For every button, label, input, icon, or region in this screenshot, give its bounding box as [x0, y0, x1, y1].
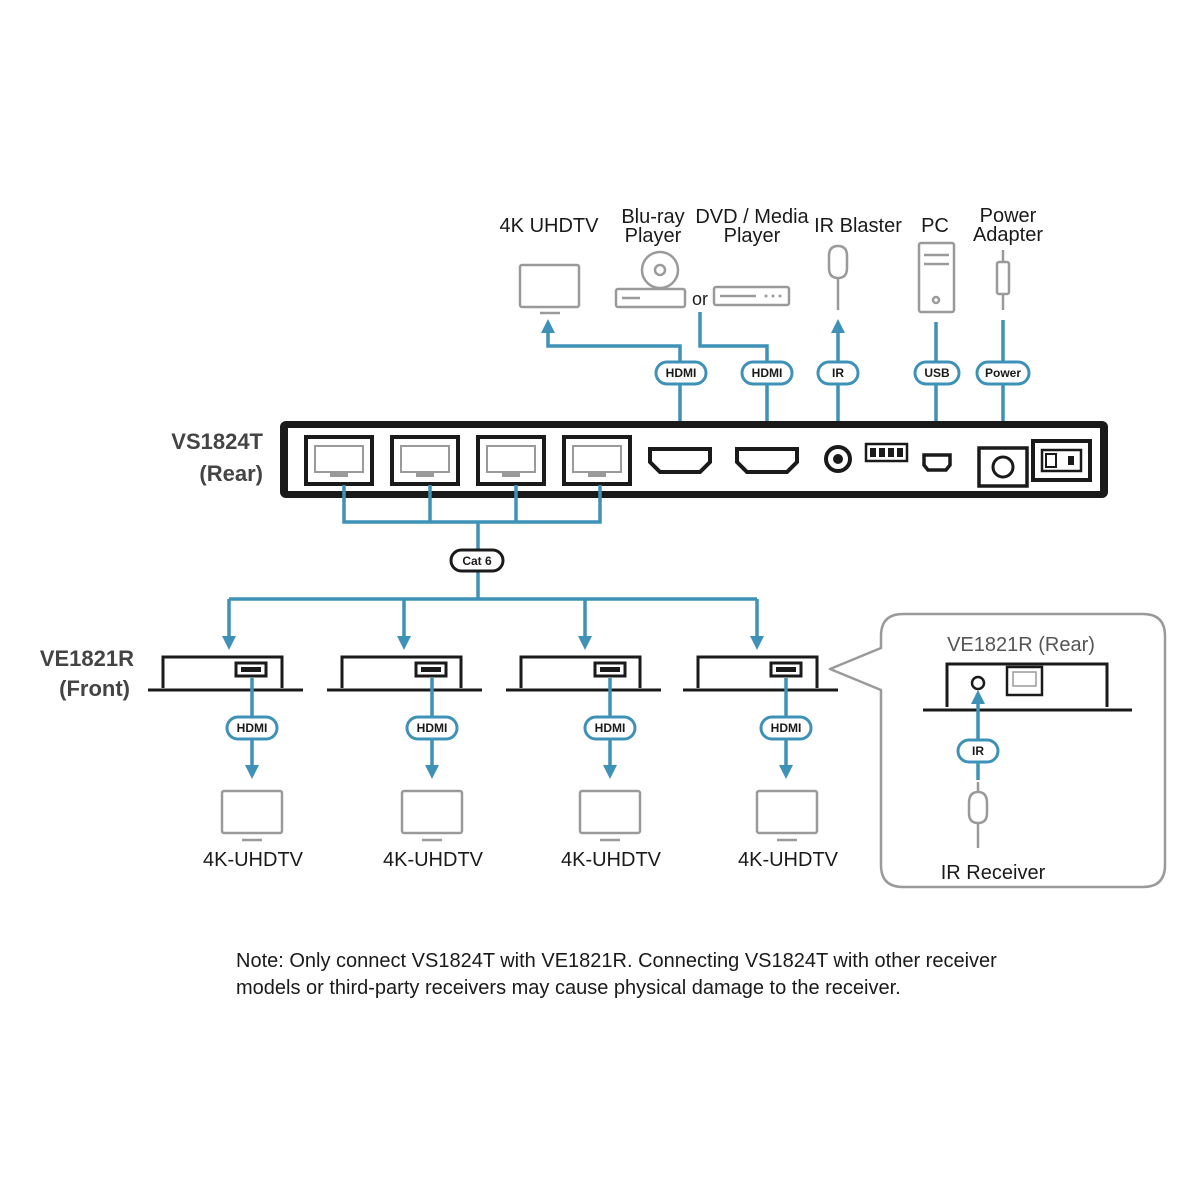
vs1824t-rear-panel — [280, 421, 1108, 498]
label-pc: PC — [921, 215, 949, 237]
note-line-2: models or third-party receivers may caus… — [236, 977, 901, 999]
dip-switch — [864, 442, 909, 463]
svg-text:IR: IR — [972, 744, 984, 758]
hdmi-out-port — [648, 447, 712, 474]
receiver-front-4 — [683, 655, 838, 692]
pill-hdmi-out-4: HDMI — [759, 715, 813, 741]
rj45-port-3 — [476, 435, 546, 486]
dvd-player-icon — [712, 285, 791, 307]
pill-hdmi-out-3: HDMI — [583, 715, 637, 741]
rear-rj45-port — [1005, 665, 1044, 697]
pc-tower-icon — [917, 241, 956, 314]
svg-text:Power: Power — [985, 366, 1021, 380]
receiver-front-3 — [506, 655, 661, 692]
receiver-front-1 — [148, 655, 303, 692]
usb-port — [922, 453, 952, 472]
pill-cat6: Cat 6 — [449, 548, 505, 573]
pill-hdmi-1: HDMI — [654, 360, 708, 386]
pill-usb: USB — [913, 360, 961, 386]
cable-hdmi-in-media — [698, 312, 774, 447]
svg-text:Cat 6: Cat 6 — [462, 554, 492, 568]
rj45-port-2 — [390, 435, 460, 486]
output-tv-icon-2 — [400, 789, 464, 842]
output-label-3: 4K-UHDTV — [561, 849, 662, 871]
bluray-player-icon — [614, 250, 687, 309]
svg-text:HDMI: HDMI — [752, 366, 783, 380]
svg-text:HDMI: HDMI — [417, 721, 448, 735]
rj45-port-4 — [562, 435, 632, 486]
cable-cat6-bus-top — [342, 485, 602, 524]
label-power-line2: Adapter — [973, 224, 1043, 246]
label-bluray-line2: Player — [625, 225, 682, 247]
output-tv-icon-1 — [220, 789, 284, 842]
label-power-line1: Power — [980, 205, 1037, 227]
pill-ir-rear: IR — [956, 738, 1000, 764]
label-bluray-line1: Blu-ray — [621, 206, 684, 228]
ir-blaster-icon — [827, 244, 849, 310]
ir-receiver-jack — [970, 675, 986, 691]
label-dvd-line2: Player — [724, 225, 781, 247]
svg-text:IR: IR — [832, 366, 844, 380]
svg-text:USB: USB — [924, 366, 950, 380]
receiver-side: (Front) — [59, 676, 130, 701]
svg-text:HDMI: HDMI — [666, 366, 697, 380]
output-tv-icon-3 — [578, 789, 642, 842]
transmitter-side: (Rear) — [199, 461, 263, 486]
cable-hdmi-out-tv — [541, 319, 682, 447]
output-label-4: 4K-UHDTV — [738, 849, 839, 871]
output-label-2: 4K-UHDTV — [383, 849, 484, 871]
note: Note: Only connect VS1824T with VE1821R.… — [236, 948, 1136, 1002]
label-4k-uhdtv: 4K UHDTV — [500, 215, 600, 237]
receiver-name: VE1821R — [40, 646, 134, 671]
label-ir-blaster: IR Blaster — [814, 215, 902, 237]
svg-text:HDMI: HDMI — [595, 721, 626, 735]
rj45-port-1 — [304, 435, 374, 486]
output-tv-icon-4 — [755, 789, 819, 842]
ir-receiver-icon — [967, 782, 989, 848]
ir-jack — [824, 445, 852, 473]
hdmi-in-port — [735, 447, 799, 474]
note-line-1: Note: Only connect VS1824T with VE1821R.… — [236, 950, 997, 972]
svg-text:HDMI: HDMI — [237, 721, 268, 735]
rear-callout-title: VE1821R (Rear) — [947, 634, 1095, 656]
output-label-1: 4K-UHDTV — [203, 849, 304, 871]
receiver-front-2 — [327, 655, 482, 692]
pill-ir: IR — [816, 360, 860, 386]
svg-text:HDMI: HDMI — [771, 721, 802, 735]
pill-hdmi-out-1: HDMI — [225, 715, 279, 741]
transmitter-name: VS1824T — [171, 429, 263, 454]
label-or: or — [692, 289, 708, 309]
pill-power: Power — [975, 360, 1031, 386]
power-adapter-icon — [995, 250, 1011, 310]
power-switch — [1031, 439, 1092, 482]
ir-receiver-label: IR Receiver — [941, 862, 1046, 884]
tv-icon — [518, 263, 581, 315]
label-dvd-line1: DVD / Media — [695, 206, 809, 228]
receiver-rear-panel — [923, 662, 1132, 712]
pill-hdmi-out-2: HDMI — [405, 715, 459, 741]
pill-hdmi-2: HDMI — [740, 360, 794, 386]
dc-power-jack — [977, 446, 1029, 488]
